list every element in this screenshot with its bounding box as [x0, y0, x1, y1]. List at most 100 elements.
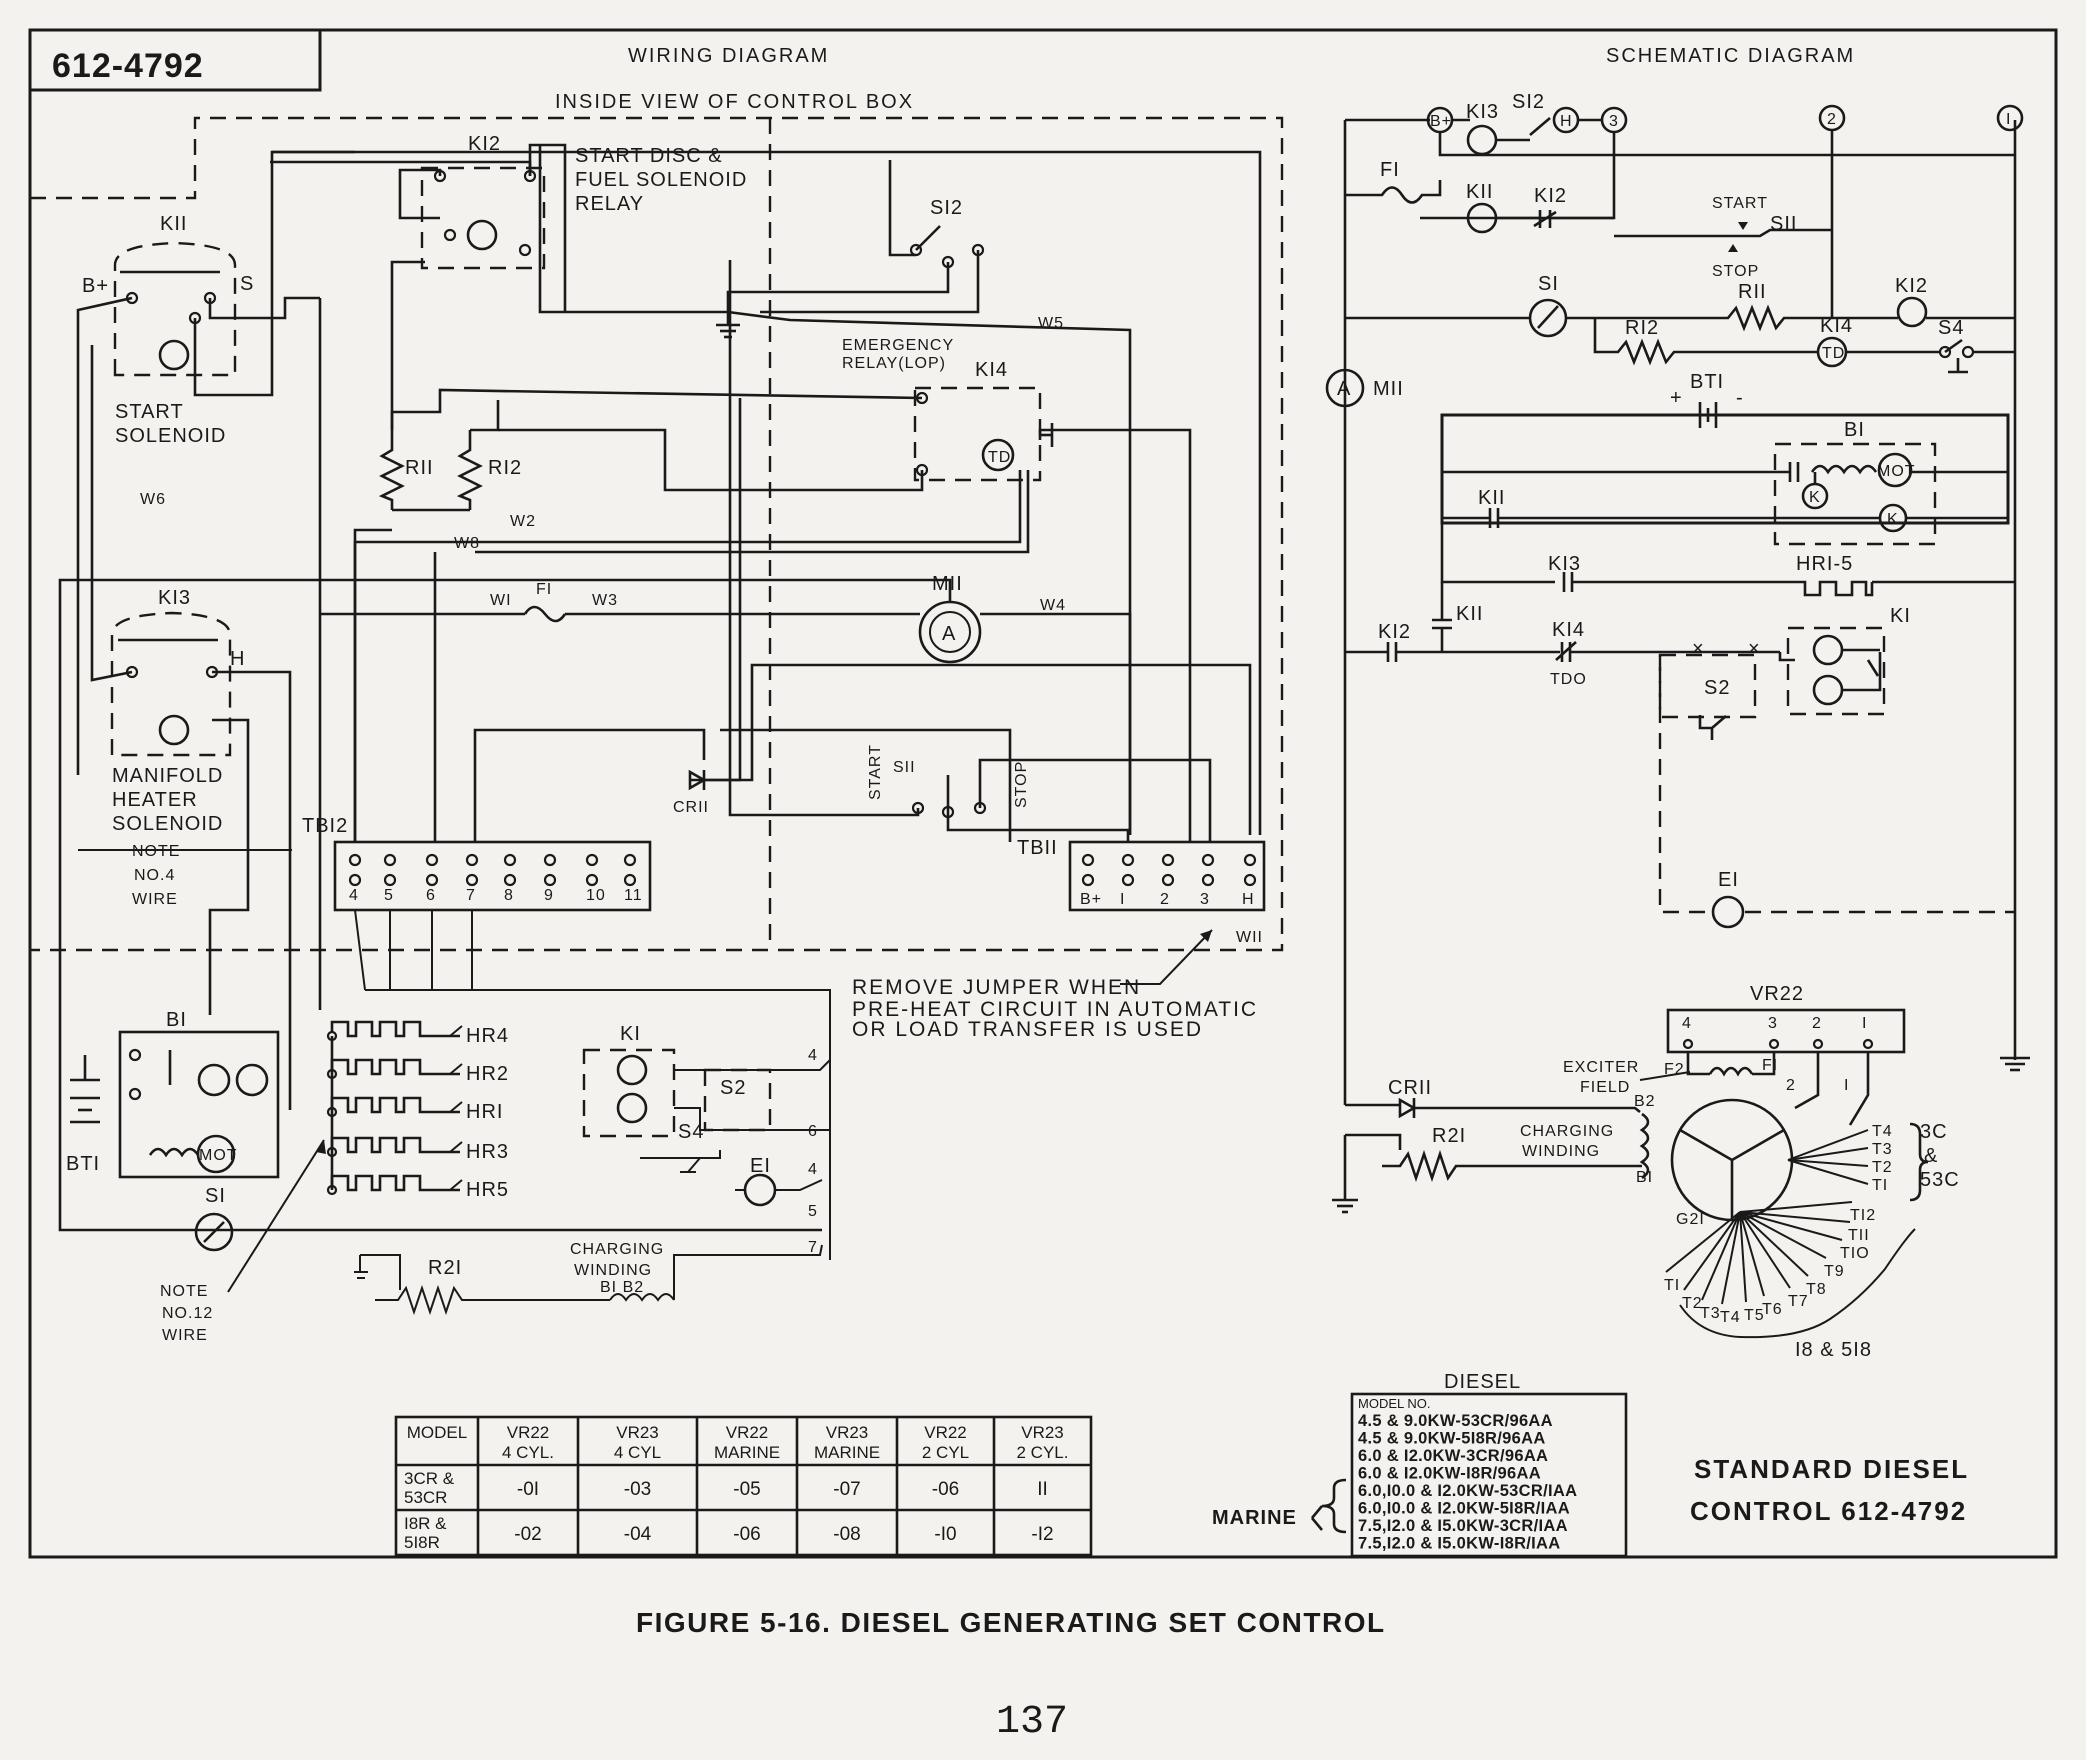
resistors-r11-r12: RII RI2 [378, 430, 521, 510]
wire-w5: W5 [1038, 315, 1064, 332]
g21-lead [1787, 1159, 1869, 1185]
sch-exciter-l1: EXCITER [1563, 1059, 1639, 1076]
tb11-terminal-label: 3 [1200, 891, 1210, 908]
table-model-l2: 5I8R [404, 1533, 440, 1552]
wiring-s1-label: SI [205, 1185, 226, 1207]
k13-h-label: H [230, 648, 245, 670]
g21-lower-lead-label: T2 [1682, 1295, 1703, 1312]
sch-mot-label: MOT [1877, 463, 1916, 480]
sch-f1: FI [1345, 159, 1442, 204]
wire-w2: W2 [510, 513, 536, 530]
sch-k1-label: KI [1890, 605, 1911, 627]
jumper-note-l1: REMOVE JUMPER WHEN [852, 976, 1141, 999]
sch-k13-hr-row: KI3 HRI-5 [1440, 415, 2015, 597]
g21-lower-lead-label: T8 [1806, 1281, 1827, 1298]
b1-starter-motor: BI MOT [118, 1009, 280, 1179]
g21-lower-lead-label: TII [1848, 1227, 1870, 1244]
g21-lower-lead-label: T9 [1824, 1263, 1845, 1280]
wiring-b1-label: BI [166, 1009, 187, 1031]
table-value: -05 [733, 1479, 760, 1500]
s12-switch: SI2 [909, 197, 985, 269]
sch-s2-label: S2 [1704, 677, 1730, 699]
jumper-note-l3: OR LOAD TRANSFER IS USED [852, 1018, 1203, 1041]
doc-id-box [30, 30, 322, 92]
wiring-b1b2-label: BI B2 [600, 1279, 644, 1296]
wiring-k1-s2-s4-e1: KI S2 S4 EI [582, 1023, 831, 1207]
heater-element [330, 1174, 460, 1192]
wiring-charging-l1: CHARGING [570, 1241, 664, 1258]
wiring-s2-label: S2 [720, 1077, 746, 1099]
sch-b1-label2: BI [1636, 1169, 1653, 1186]
note4-l2: NO.4 [134, 867, 175, 884]
sch-3c-label: 3C [1920, 1121, 1948, 1143]
sch-k12c-label: KI2 [1378, 621, 1411, 643]
tb11-terminal-top [1243, 853, 1257, 867]
heater-label: HR2 [466, 1063, 509, 1085]
sch-b2-label: B2 [1634, 1093, 1656, 1110]
g21-lower-lead [1739, 1211, 1747, 1303]
wire-w8: W8 [454, 535, 480, 552]
tb12-terminal-label: 8 [504, 887, 514, 904]
schematic-rails [1343, 118, 2030, 1107]
heater-element [330, 1136, 460, 1154]
tb12-terminal-label: 10 [586, 887, 606, 904]
wiring-e1-label: EI [750, 1155, 771, 1177]
heater-ground [449, 1141, 463, 1153]
k14-label: KI4 [975, 359, 1008, 381]
heater-ground [449, 1063, 463, 1075]
tb12-label: TBI2 [302, 815, 348, 837]
sch-s2-k1-e1: S2 × × KI EI [1658, 605, 2015, 929]
sch-k13b-label: KI3 [1548, 553, 1581, 575]
tb12-terminal-top [383, 853, 397, 867]
tb12-terminal-label: 5 [384, 887, 394, 904]
heater-ground [449, 1179, 463, 1191]
wire-number: 4 [808, 1161, 818, 1178]
g21-lead-label: TI [1872, 1177, 1888, 1194]
vr22-terminal [1812, 1038, 1824, 1050]
wire-w4: W4 [1040, 597, 1066, 614]
sch-td-label: TD [1822, 345, 1845, 362]
tb12-terminal-top [465, 853, 479, 867]
diesel-model-line: 7.5,I2.0 & I5.0KW-I8R/IAA [1358, 1535, 1560, 1553]
heater-label: HR4 [466, 1025, 509, 1047]
table-value: -06 [733, 1524, 760, 1545]
sch-e1-label: EI [1718, 869, 1739, 891]
sch-s12-label: SI2 [1512, 91, 1545, 113]
g21-lower-lead [1739, 1211, 1809, 1277]
sch-start-label: START [1712, 195, 1768, 212]
page-number: 137 [996, 1700, 1068, 1745]
wiring-r21-label: R2I [428, 1257, 462, 1279]
vr22-terminal-label: I [1862, 1015, 1867, 1032]
sch-g21-label: G2I [1676, 1211, 1705, 1228]
sch-k13-label: KI3 [1466, 101, 1499, 123]
g21-lower-lead [1683, 1211, 1741, 1291]
sch-charging-l1: CHARGING [1520, 1123, 1614, 1140]
g21-lower-lead [1665, 1211, 1741, 1273]
diesel-model-line: 6.0,I0.0 & I2.0KW-53CR/IAA [1358, 1482, 1577, 1500]
wire-w11: WII [1236, 929, 1263, 946]
wire-number: 7 [808, 1239, 818, 1256]
diesel-model-line: 6.0,I0.0 & I2.0KW-5I8R/IAA [1358, 1500, 1570, 1518]
doc-id: 612-4792 [52, 47, 204, 85]
g21-lower-lead-label: T3 [1700, 1305, 1721, 1322]
heater-ground [449, 1101, 463, 1113]
tb12-terminal-label: 11 [624, 887, 643, 904]
tb11-terminal-top [1201, 853, 1215, 867]
schematic-top-row: B+ KI3 SI2 H 3 2 I [1420, 91, 2024, 318]
diesel-model-line: 6.0 & I2.0KW-3CR/96AA [1358, 1447, 1548, 1465]
sch-53c-label: 53C [1920, 1169, 1960, 1191]
jumper-note-l2: PRE-HEAT CIRCUIT IN AUTOMATIC [852, 998, 1258, 1021]
table-header-l2: 2 CYL [922, 1443, 969, 1462]
tb12-terminal-label: 4 [349, 887, 359, 904]
vr22-terminal [1682, 1038, 1694, 1050]
g21-lower-lead-label: T7 [1788, 1293, 1809, 1310]
sch-cr11-r21-charging: CRII B2 BI CHARGING WINDING R2I [1332, 1077, 1656, 1214]
g21-lower-lead-label: T4 [1720, 1309, 1741, 1326]
m11-label: MII [932, 573, 963, 595]
g21-lower-lead-label: T6 [1762, 1301, 1783, 1318]
sch-tdo-label: TDO [1550, 671, 1587, 688]
sch-amp-label: & [1924, 1145, 1938, 1167]
g21-lower-lead [1739, 1211, 1791, 1289]
